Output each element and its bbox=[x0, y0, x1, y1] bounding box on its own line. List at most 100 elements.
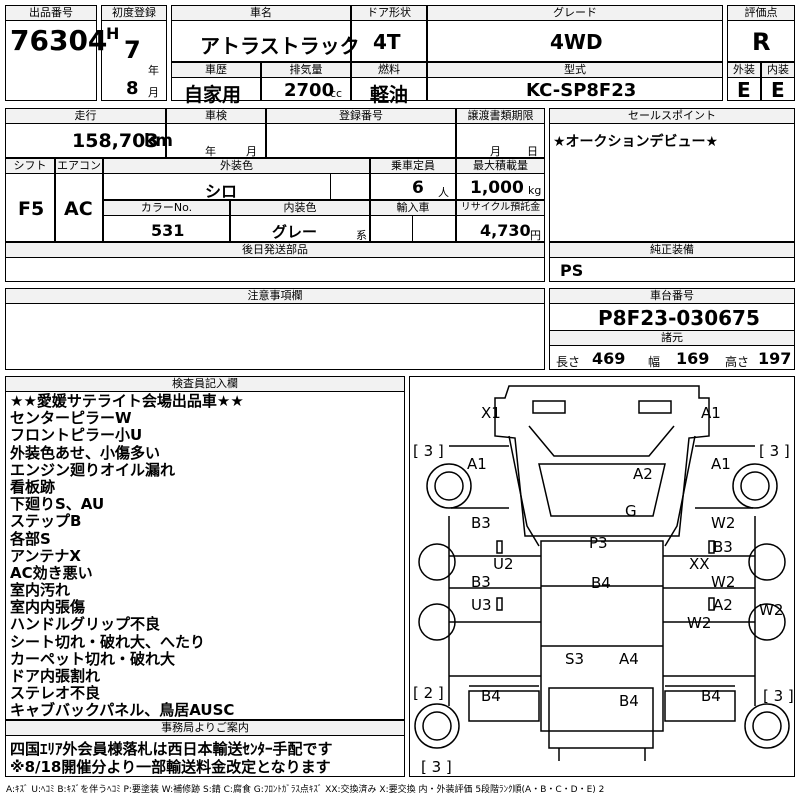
int-color-label: 内装色 bbox=[230, 200, 370, 216]
tire-grade-bl: [ 2 ] bbox=[413, 684, 444, 702]
damage-mark-a2-r: A2 bbox=[713, 596, 733, 614]
car-history: 自家用 bbox=[184, 84, 242, 106]
genuine-equipment: PS bbox=[560, 261, 584, 280]
tire-grade-br: [ 3 ] bbox=[763, 687, 794, 705]
mileage-label: 走行 bbox=[5, 108, 166, 124]
sales-point: ★オークションデビュー★ bbox=[553, 134, 719, 150]
inspection-month-unit: 月 bbox=[246, 145, 257, 158]
inspector-remark-line: ドア内張割れ bbox=[10, 667, 101, 685]
inspector-remark-line: 室内内張傷 bbox=[10, 598, 86, 617]
height-label: 高さ bbox=[725, 355, 750, 369]
damage-mark-b4-l: B4 bbox=[481, 687, 501, 705]
max-load: 1,000 bbox=[470, 178, 524, 198]
truck-outline bbox=[448, 385, 756, 761]
tire-grade-b: [ 3 ] bbox=[421, 758, 452, 776]
max-load-unit: kg bbox=[528, 184, 542, 197]
inspector-remark-line: ハンドルグリップ不良 bbox=[10, 615, 161, 634]
damage-mark-b4-c2: B4 bbox=[619, 692, 639, 710]
color-no-label: カラーNo. bbox=[103, 200, 230, 216]
inspector-remark-line: アンテナX bbox=[10, 546, 81, 565]
grade: 4WD bbox=[550, 30, 603, 54]
wheels bbox=[414, 463, 790, 749]
length: 469 bbox=[592, 349, 626, 368]
inspector-remark-line: 下廻りS、AU bbox=[10, 495, 105, 514]
door-type: 4T bbox=[373, 30, 401, 54]
displacement-unit: cc bbox=[330, 87, 343, 100]
aircon: AC bbox=[64, 198, 93, 220]
inspector-remark-line: 外装色あせ、小傷多い bbox=[10, 443, 161, 462]
inspector-remark-line: カーペット切れ・破れ大 bbox=[10, 649, 176, 668]
displacement-label: 排気量 bbox=[261, 62, 351, 78]
int-color-unit: 系 bbox=[356, 229, 367, 242]
damage-mark-b4-c: B4 bbox=[591, 574, 611, 592]
first-registration-label: 初度登録 bbox=[101, 5, 167, 21]
recycle-unit: 円 bbox=[530, 229, 541, 242]
int-color: グレー bbox=[272, 223, 318, 241]
inspector-remark-line: 室内汚れ bbox=[10, 581, 71, 600]
damage-mark-u2: U2 bbox=[493, 555, 514, 573]
inspector-remark-line: ステップB bbox=[10, 512, 82, 531]
inspector-remark-line: AC効き悪い bbox=[10, 563, 93, 582]
damage-mark-b3-l: B3 bbox=[471, 514, 491, 532]
interior-grade: E bbox=[771, 78, 785, 102]
color-no: 531 bbox=[151, 221, 185, 240]
damage-mark-w2-r3: W2 bbox=[687, 614, 711, 632]
inspector-remark-line: ★★愛媛サテライト会場出品車★★ bbox=[10, 392, 244, 410]
ext-color: シロ bbox=[205, 182, 238, 201]
sales-point-cell bbox=[549, 108, 795, 242]
reg-month: 8 bbox=[126, 78, 139, 99]
lot-number: 76304 bbox=[10, 24, 108, 57]
recycle-label: リサイクル預託金 bbox=[456, 200, 545, 216]
car-name-label: 車名 bbox=[171, 5, 351, 21]
inspector-remark-line: シート切れ・破れ大、へたり bbox=[10, 632, 206, 651]
width: 169 bbox=[676, 349, 710, 368]
shift: F5 bbox=[18, 198, 45, 220]
legend: A:ｷｽﾞ U:ﾍｺﾐ B:ｷｽﾞを伴うﾍｺﾐ P:要塗装 W:補修跡 S:錆 … bbox=[6, 785, 605, 795]
car-name: アトラストラック bbox=[200, 34, 360, 58]
sales-point-label: セールスポイント bbox=[549, 108, 795, 124]
grade-label: グレード bbox=[427, 5, 723, 21]
damage-mark-b3-r: B3 bbox=[713, 538, 733, 556]
interior-grade-label: 内装 bbox=[761, 62, 795, 78]
reg-number-label: 登録番号 bbox=[266, 108, 456, 124]
damage-mark-u3: U3 bbox=[471, 596, 492, 614]
damage-mark-x1: X1 bbox=[481, 404, 501, 422]
damage-mark-w2-r1: W2 bbox=[711, 514, 735, 532]
damage-mark-a1-fr: A1 bbox=[711, 455, 731, 473]
chassis-number: P8F23-030675 bbox=[598, 306, 760, 330]
import-label: 輸入車 bbox=[370, 200, 456, 216]
damage-mark-a4: A4 bbox=[619, 650, 639, 668]
damage-mark-b3-l2: B3 bbox=[471, 573, 491, 591]
inspector-remark-line: フロントピラー小U bbox=[10, 426, 143, 445]
transfer-deadline-label: 譲渡書類期限 bbox=[456, 108, 545, 124]
tire-grade-tr: [ 3 ] bbox=[759, 442, 790, 460]
recycle-fee: 4,730 bbox=[480, 221, 531, 240]
office-notice-line1: 四国ｴﾘｱ外会員様落札は西日本輸送ｾﾝﾀｰ手配です bbox=[10, 740, 333, 758]
inspector-remarks-label: 検査員記入欄 bbox=[5, 376, 405, 392]
exterior-grade-label: 外装 bbox=[727, 62, 761, 78]
transfer-day-unit: 日 bbox=[527, 145, 538, 158]
damage-mark-g: G bbox=[625, 502, 637, 520]
inspection-year-unit: 年 bbox=[205, 145, 216, 158]
capacity-unit: 人 bbox=[438, 186, 449, 199]
reg-year-unit: 年 bbox=[148, 64, 159, 77]
model-code: KC-SP8F23 bbox=[526, 80, 637, 101]
ext-color-label: 外装色 bbox=[103, 158, 370, 174]
reg-month-unit: 月 bbox=[148, 86, 159, 99]
damage-mark-a1-fl: A1 bbox=[467, 455, 487, 473]
lot-number-label: 出品番号 bbox=[5, 5, 97, 21]
inspector-remark-line: センターピラーW bbox=[10, 409, 132, 428]
office-notice-line2: ※8/18開催分より一部輸送料金改定となります bbox=[10, 758, 331, 776]
reg-year: 7 bbox=[124, 36, 141, 64]
height: 197 bbox=[758, 349, 792, 368]
inspector-remark-line: ステレオ不良 bbox=[10, 684, 101, 703]
inspection-label: 車検 bbox=[166, 108, 266, 124]
mileage: 158,703 bbox=[72, 130, 159, 152]
damage-mark-p3: P3 bbox=[589, 534, 608, 552]
score-label: 評価点 bbox=[727, 5, 795, 21]
genuine-label: 純正装備 bbox=[549, 242, 795, 258]
width-label: 幅 bbox=[648, 355, 661, 369]
car-history-label: 車歴 bbox=[171, 62, 261, 78]
